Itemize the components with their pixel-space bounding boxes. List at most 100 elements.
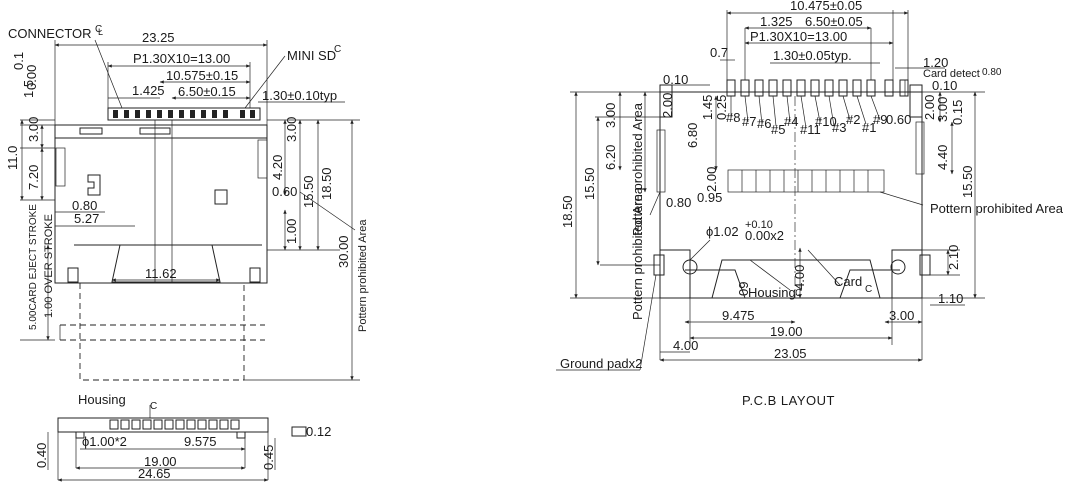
dim-0-7: 0.7 [710,45,728,60]
dim-overall-width: 23.25 [142,30,175,45]
dim-09: 09 [736,282,751,296]
eject-stroke-label: 5.00CARD EJECT STROKE [28,204,39,330]
pin-label: #4 [784,114,798,129]
dim-11-0: 11.0 [5,146,20,170]
pin-label: #8 [726,110,740,125]
prohibited-zone-center [727,169,885,193]
dim-18-50-pcb: 18.50 [560,195,575,228]
dim-0-60-pcb: 0.60 [886,112,911,127]
connector-side-view: Housing C 0.12 ϕ1.00*2 9.575 19.00 24.65… [34,392,331,482]
pin-label: #9 [873,112,887,127]
pin-label: #1 [862,120,876,135]
pin-label: #2 [846,112,860,127]
dim-3-00-right-pcb: 3.00 [935,97,950,122]
dim-9-475: 9.475 [722,308,755,323]
dim-0-15: 0.15 [950,100,965,125]
pcb-signal-pads [726,79,909,97]
pcb-housing-label: Housing [748,285,796,300]
dim-4-00: 4.00 [673,338,698,353]
prohibited-area-label: Pottern prohibited Area [357,219,369,332]
dim-3-00-bottom: 3.00 [889,308,914,323]
svg-text:C: C [150,401,157,412]
dim-6-20: 6.20 [603,145,618,170]
prohibited-zone-right [915,121,925,175]
dim-6-50: 6.50±0.15 [178,84,236,99]
pin-label: #11 [800,122,821,137]
dim-10-575: 10.575±0.15 [166,68,238,83]
dim-10-475: 10.475±0.05 [790,0,862,13]
svg-text:L: L [98,27,103,37]
dim-1-10: 1.10 [938,291,963,306]
dim-hole-dia: ϕ1.00*2 [82,434,127,449]
dim-2-00-b: 2.00 [704,167,719,192]
dim-1-5: 1.5 [21,80,36,98]
connector-top-view: CONNECTOR C L MINI SD C 23.25 P1.30X10=1… [5,24,369,381]
dim-15-50: 15.50 [301,175,316,208]
dim-0-95: 0.95 [697,190,722,205]
prohibited-bottom-label: Pottern prohibited Area [630,186,645,320]
dim-0-25: 0.25 [714,95,729,120]
right-spring [257,139,268,179]
dim-1-20: 1.20 [923,55,948,70]
dim-4-20: 4.20 [270,155,285,180]
dim-6-80: 6.80 [685,123,700,148]
connector-body [54,124,268,284]
dim-4-00-vertical: 4.00 [792,265,807,290]
flatness-box [291,426,307,437]
eject-outline [79,283,245,381]
dim-0-1: 0.1 [11,52,26,70]
dim-tolerance-bottom: 0.00x2 [745,228,784,243]
prohibited-zone-left [656,129,666,193]
card-detect-label: Card detect [923,68,980,80]
dim-9-575: 9.575 [184,434,217,449]
dim-3-00-pcb: 3.00 [603,103,618,128]
dim-0-10-top: 0.10 [932,78,957,93]
pcb-layout-view: P.C.B LAYOUT 10.475±0.05 1.325 6.50±0.05… [556,0,1064,408]
pin-label: #7 [742,114,756,129]
dim-0-12: 0.12 [306,424,331,439]
dim-hole-dia-pcb: ϕ1.02 [706,224,739,239]
dim-3-00-right: 3.00 [284,117,299,142]
dim-0-80-pcb: 0.80 [666,195,691,210]
dim-23-05: 23.05 [774,346,807,361]
dim-18-50: 18.50 [319,167,334,200]
dim-1-45: 1.45 [700,95,715,120]
dim-0-00: 0.00 [24,65,39,90]
dim-1-30-typ: 1.30±0.10typ [262,88,337,103]
dim-1-325: 1.325 [760,14,793,29]
mount-hole-right [890,259,906,275]
dim-1-30-typ-pcb: 1.30±0.05typ. [773,48,852,63]
dim-5-27: 5.27 [74,211,99,226]
dim-24-65: 24.65 [138,466,171,481]
side-body [57,417,269,433]
dim-0-60: 0.60 [272,184,297,199]
dim-11-62: 11.62 [145,266,177,281]
dim-pitch-pcb: P1.30X10=13.00 [750,29,847,44]
dim-30-00: 30.00 [336,235,351,268]
dim-7-20: 7.20 [26,165,41,190]
dim-2-00-right: 2.00 [922,95,937,120]
dim-0-10-left: 0.10 [663,72,688,87]
left-spring [55,147,66,187]
connector-label: CONNECTOR [8,26,92,41]
ground-pad-label: Ground padx2 [560,356,642,371]
over-stroke-label: 1.00 OVER STROKE [43,214,55,318]
pin-label: #5 [771,122,785,137]
svg-text:C: C [795,288,802,299]
card-bump [711,259,881,299]
dim-3-00-left: 3.00 [26,117,41,142]
dim-15-50-left: 15.50 [582,167,597,200]
pin-label: #6 [757,116,771,131]
dim-0-80: 0.80 [72,198,97,213]
dim-15-50-right: 15.50 [960,165,975,198]
dim-2-10: 2.10 [946,245,961,270]
pin-row [107,107,261,121]
pin-label: #3 [832,120,846,135]
pin-label: #10 [815,114,837,129]
dim-1-00: 1.00 [284,219,299,244]
dim-19-00-side: 19.00 [144,454,177,469]
svg-text:C: C [95,24,102,35]
side-housing-label: Housing [78,392,126,407]
dim-4-40: 4.40 [935,145,950,170]
